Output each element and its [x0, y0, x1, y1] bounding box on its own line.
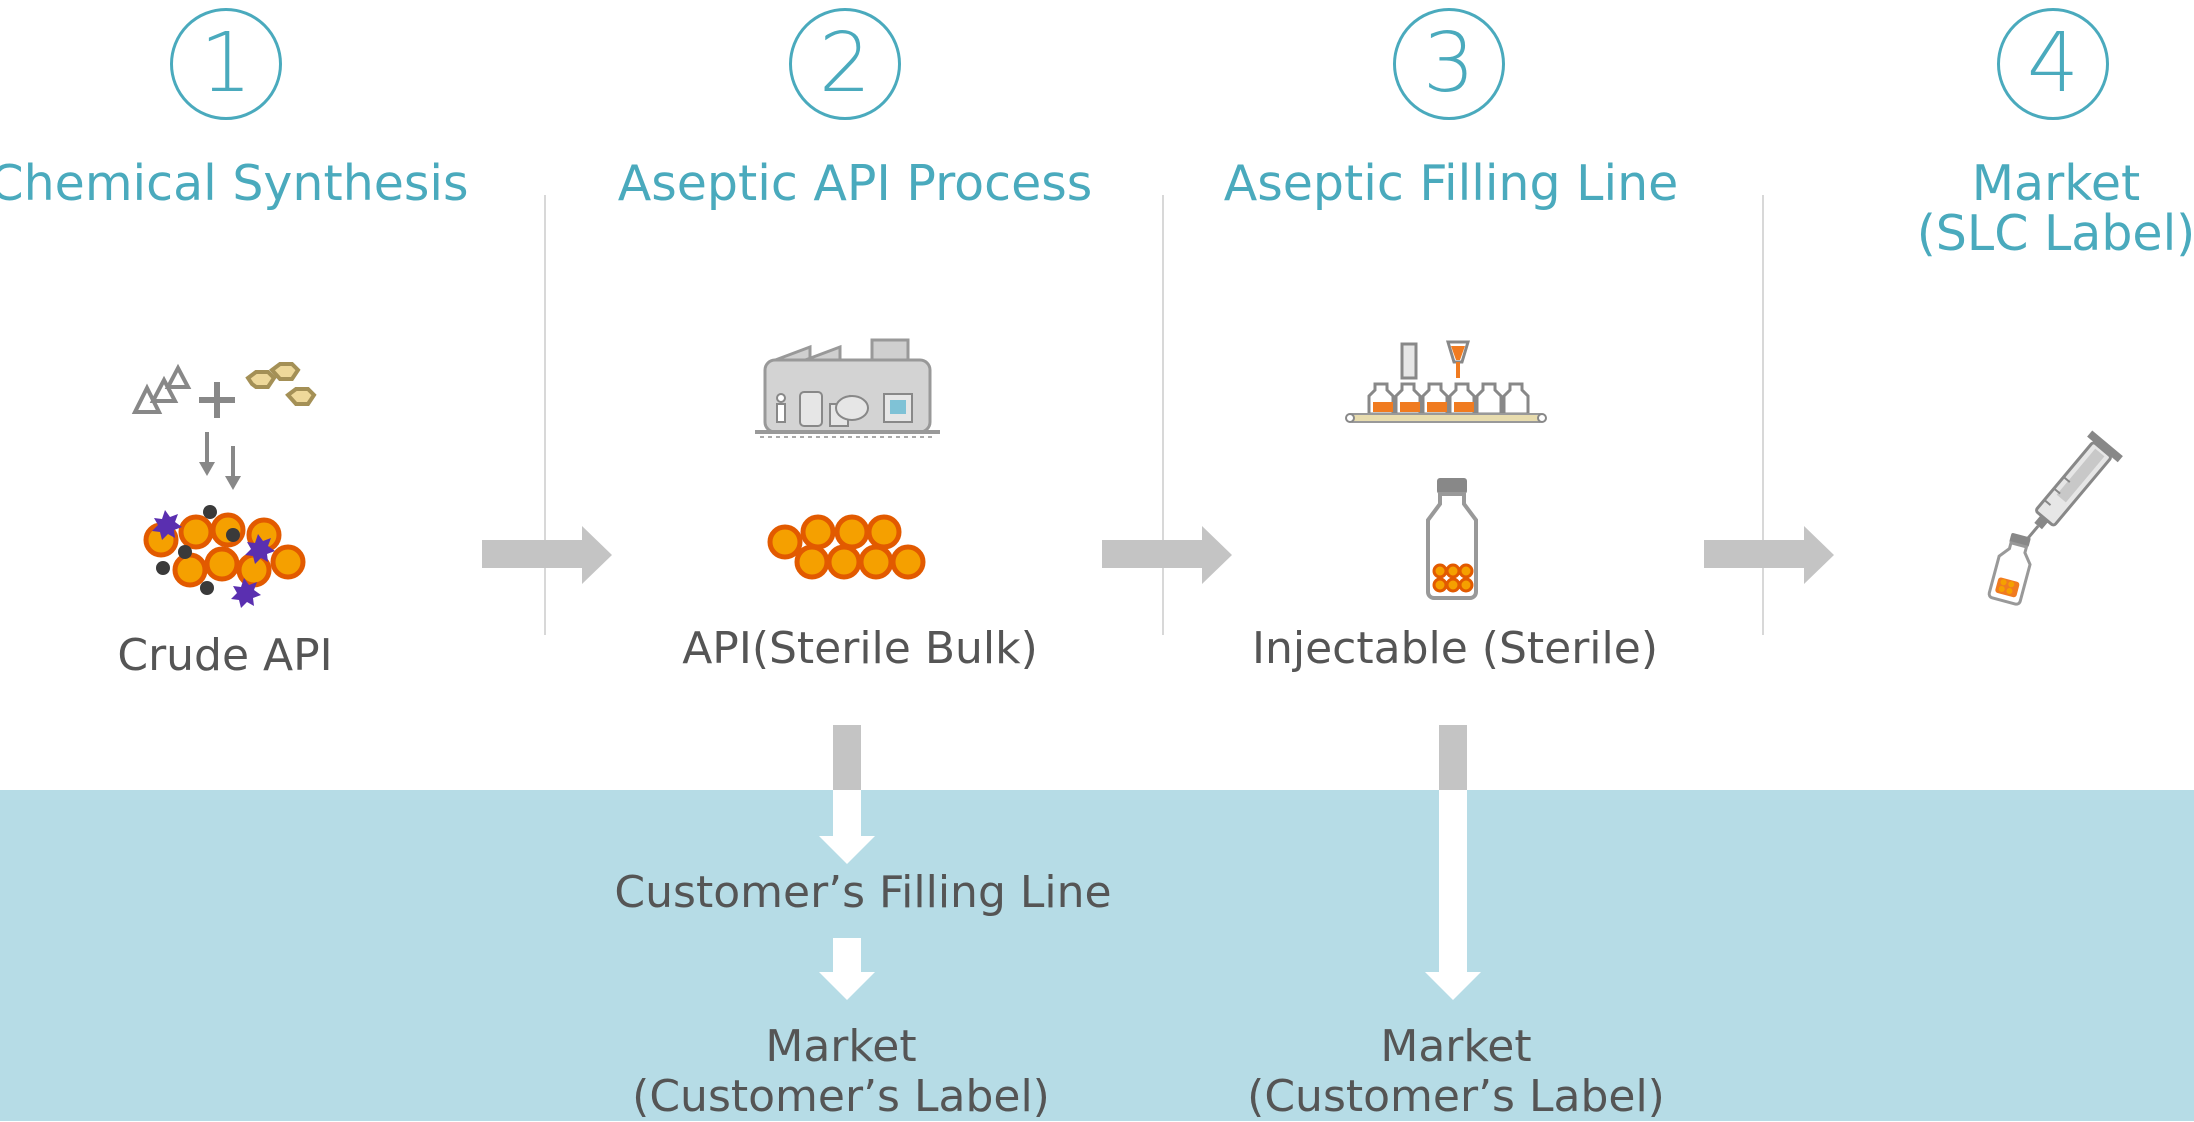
market-customer-label-right: Market (Customer’s Label) [1247, 1022, 1665, 1122]
stage-number-4: 4 [1997, 8, 2109, 120]
market-left-line1: Market [765, 1021, 917, 1072]
market-right-line2: (Customer’s Label) [1247, 1071, 1665, 1122]
chemical-synthesis-icon [131, 362, 317, 490]
sterile-bulk-api-icon [770, 517, 923, 577]
market-left-line2: (Customer’s Label) [632, 1071, 1050, 1122]
flow-arrow-3-4 [1704, 526, 1834, 584]
market-customer-label-left: Market (Customer’s Label) [632, 1022, 1050, 1122]
product-label-crude-api: Crude API [117, 630, 333, 681]
filling-line-icon [1345, 340, 1547, 423]
market-right-line1: Market [1380, 1021, 1532, 1072]
customer-path-band [0, 790, 2194, 1121]
stage-divider-3 [1762, 195, 1764, 635]
stage-title-1: Chemical Synthesis [0, 155, 469, 212]
stage-divider-2 [1162, 195, 1164, 635]
customer-filling-line-label: Customer’s Filling Line [614, 867, 1112, 918]
down-arrow-filling-to-market [819, 938, 875, 1000]
crude-api-icon [146, 505, 303, 608]
syringe-and-vial-icon [1987, 430, 2123, 606]
flow-arrow-1-2 [482, 526, 612, 584]
stage-number-1: 1 [170, 8, 282, 120]
stage-title-3: Aseptic Filling Line [1223, 155, 1679, 212]
stage-title-4-line1: Market [1971, 155, 2141, 212]
stage-number-2: 2 [789, 8, 901, 120]
product-label-sterile-bulk: API(Sterile Bulk) [682, 623, 1038, 674]
aseptic-factory-icon [755, 338, 940, 438]
stage-title-2: Aseptic API Process [617, 155, 1093, 212]
product-label-injectable: Injectable (Sterile) [1252, 623, 1658, 674]
flow-arrow-2-3 [1102, 526, 1232, 584]
stage-title-4-line2: (SLC Label) [1916, 205, 2194, 262]
stage-number-3: 3 [1393, 8, 1505, 120]
down-arrow-bulk-to-filling [819, 725, 875, 864]
down-arrow-injectable-to-market [1425, 725, 1481, 1000]
stage-divider-1 [544, 195, 546, 635]
injectable-vial-icon [1426, 478, 1478, 600]
